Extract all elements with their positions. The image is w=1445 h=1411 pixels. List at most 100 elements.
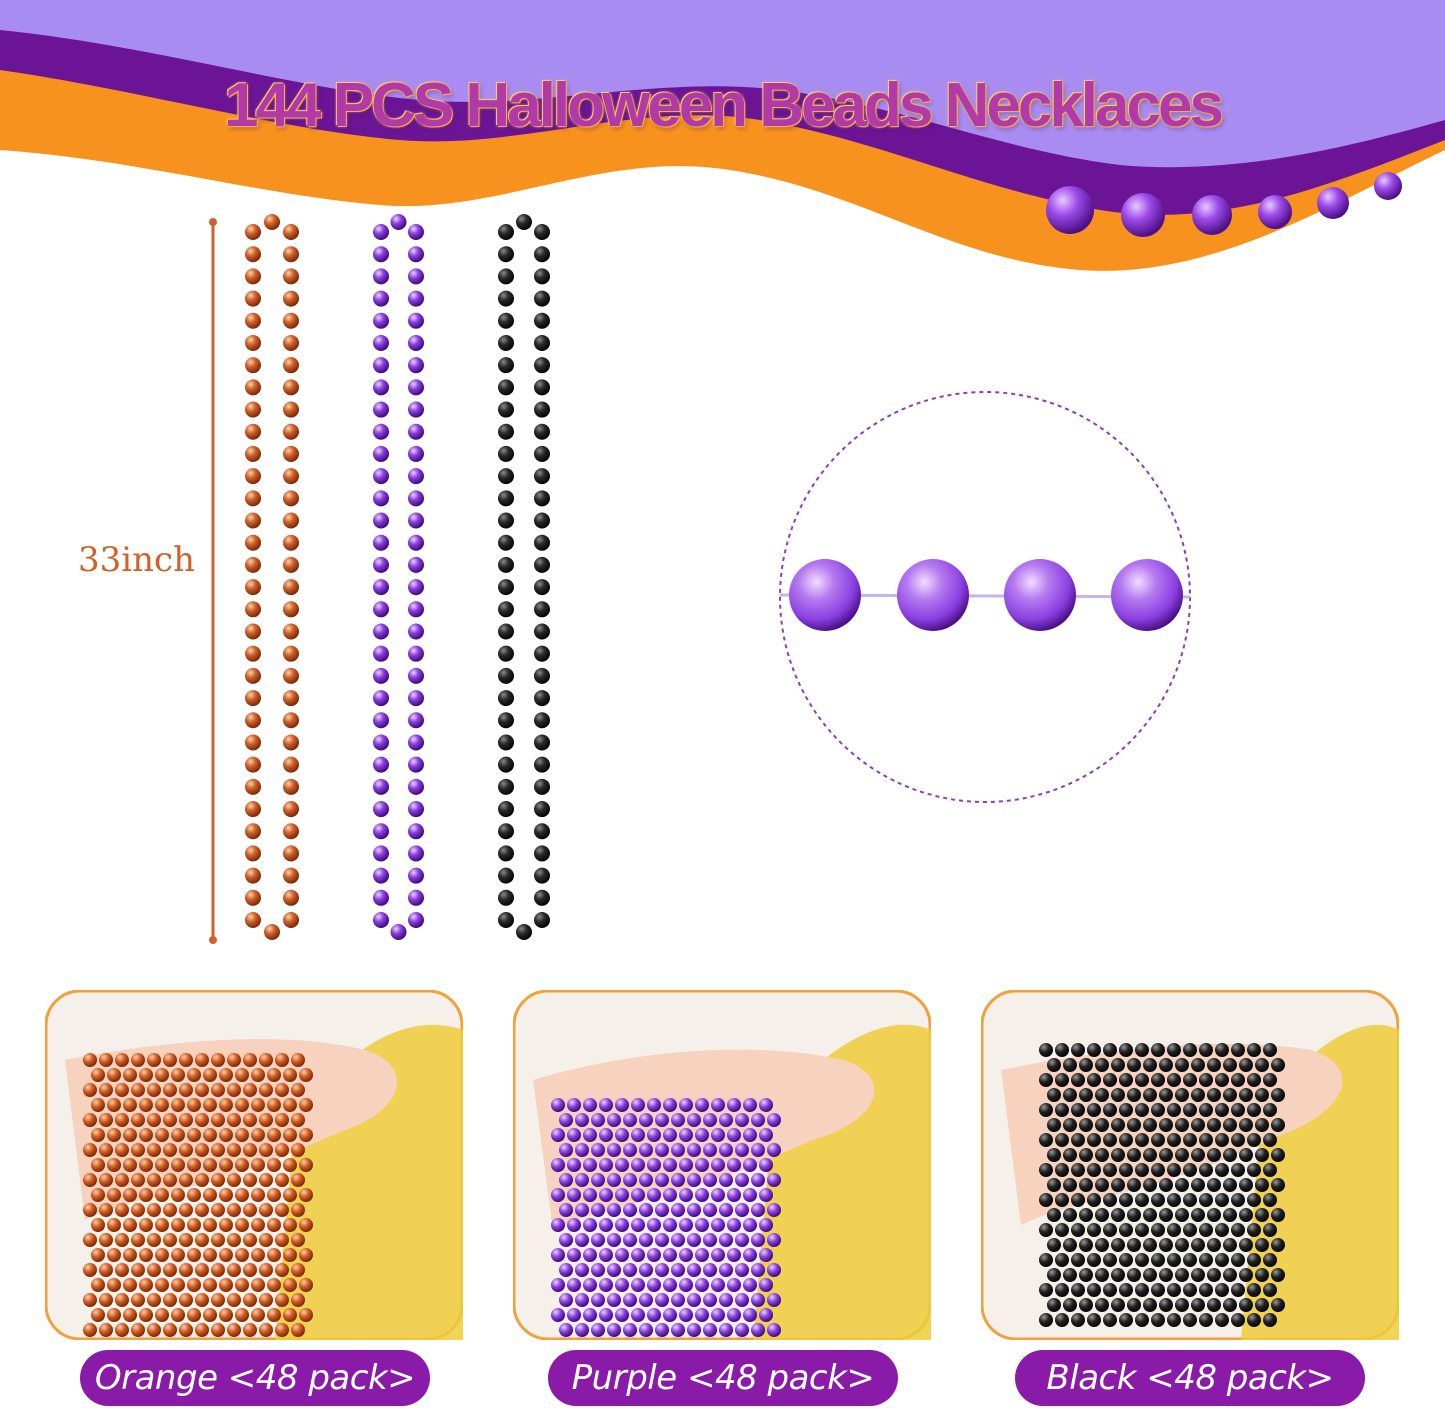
bead	[1039, 1133, 1053, 1147]
bead	[227, 1323, 241, 1337]
bead	[373, 623, 389, 640]
bead	[631, 1158, 645, 1172]
bead	[267, 1158, 281, 1172]
orange-pack-label: Orange <48 pack>	[80, 1350, 430, 1406]
bead	[235, 1158, 249, 1172]
bead	[655, 1263, 669, 1277]
bead	[687, 1203, 701, 1217]
bead	[235, 1188, 249, 1202]
bead	[235, 1068, 249, 1082]
bead	[283, 224, 299, 240]
bead	[203, 1188, 217, 1202]
bead	[1103, 1043, 1117, 1057]
bead	[155, 1218, 169, 1232]
bead	[408, 334, 424, 351]
bead	[147, 1143, 161, 1157]
bead	[663, 1158, 677, 1172]
bead	[408, 889, 424, 906]
bead	[1071, 1133, 1085, 1147]
bead	[1143, 1208, 1157, 1222]
bead	[1127, 1058, 1141, 1072]
bead	[219, 1068, 233, 1082]
bead	[219, 1218, 233, 1232]
bead	[171, 1068, 185, 1082]
bead	[575, 1173, 589, 1187]
bead	[687, 1323, 701, 1337]
bead	[373, 778, 389, 795]
length-indicator	[209, 218, 217, 944]
bead	[139, 1218, 153, 1232]
bead	[299, 1308, 313, 1322]
bead	[163, 1053, 177, 1067]
bead	[1047, 1148, 1061, 1162]
bead	[498, 756, 514, 773]
bead	[567, 1158, 581, 1172]
bead	[373, 579, 389, 596]
bead	[599, 1158, 613, 1172]
bead	[259, 1323, 273, 1337]
bead	[534, 601, 550, 618]
bead	[99, 1293, 113, 1307]
bead	[91, 1068, 105, 1082]
bead	[245, 712, 261, 729]
bead	[373, 823, 389, 840]
bead	[1223, 1268, 1237, 1282]
bead	[179, 1173, 193, 1187]
black-beads-photo	[981, 990, 1399, 1340]
bead	[179, 1263, 193, 1277]
bead	[567, 1308, 581, 1322]
bead	[299, 1158, 313, 1172]
bead	[1095, 1238, 1109, 1252]
bead	[131, 1083, 145, 1097]
bead	[1215, 1103, 1229, 1117]
bead	[591, 1143, 605, 1157]
bead	[139, 1248, 153, 1262]
bead	[498, 423, 514, 440]
bead	[498, 579, 514, 596]
bead	[498, 468, 514, 485]
bead	[719, 1143, 733, 1157]
bead	[623, 1113, 637, 1127]
bead	[1135, 1193, 1149, 1207]
bead	[663, 1308, 677, 1322]
bead	[727, 1218, 741, 1232]
bead	[1119, 1163, 1133, 1177]
bead	[123, 1068, 137, 1082]
bead	[1143, 1298, 1157, 1312]
bead	[1231, 1193, 1245, 1207]
closeup-beads	[789, 559, 1183, 631]
bead	[575, 1323, 589, 1337]
bead	[1063, 1268, 1077, 1282]
bead	[243, 1083, 257, 1097]
bead	[498, 556, 514, 573]
bead	[719, 1203, 733, 1217]
bead	[767, 1113, 781, 1127]
bead	[291, 1263, 305, 1277]
bead	[679, 1128, 693, 1142]
bead	[655, 1173, 669, 1187]
bead	[671, 1323, 685, 1337]
bead	[1119, 1103, 1133, 1117]
bead	[1047, 1208, 1061, 1222]
product-title: 144 PCS Halloween Beads Necklaces	[224, 71, 1224, 140]
bead	[1263, 1163, 1277, 1177]
bead	[1039, 1073, 1053, 1087]
bead	[623, 1293, 637, 1307]
purple-pack-label: Purple <48 pack>	[548, 1350, 898, 1406]
bead	[1175, 1118, 1189, 1132]
bead	[679, 1098, 693, 1112]
bead	[291, 1233, 305, 1247]
bead	[639, 1293, 653, 1307]
bead	[623, 1263, 637, 1277]
bead	[1143, 1178, 1157, 1192]
bead	[1271, 1178, 1285, 1192]
bead	[283, 1068, 297, 1082]
bead	[299, 1068, 313, 1082]
bead	[1199, 1253, 1213, 1267]
bead	[607, 1203, 621, 1217]
bead	[1095, 1178, 1109, 1192]
bead	[498, 690, 514, 707]
bead	[299, 1098, 313, 1112]
bead	[155, 1248, 169, 1262]
bead	[751, 1293, 765, 1307]
